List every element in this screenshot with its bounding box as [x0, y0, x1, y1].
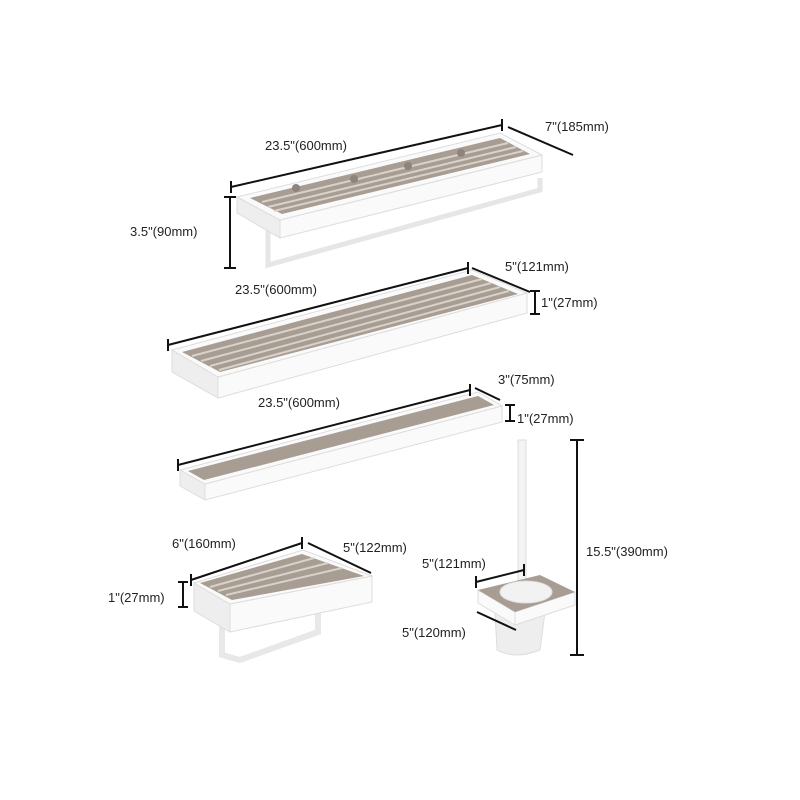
label-depth: 7"(185mm) [545, 119, 609, 134]
label-depth: 5"(122mm) [343, 540, 407, 555]
label-height: 15.5"(390mm) [586, 544, 668, 559]
label-length: 23.5"(600mm) [258, 395, 340, 410]
dish-tray [200, 554, 364, 600]
holder-front [514, 591, 576, 626]
towel-bar [219, 612, 321, 664]
label-width: 5"(121mm) [422, 556, 486, 571]
dim-line-length [230, 124, 503, 188]
wide-shelf [170, 269, 529, 399]
label-depth: 5"(121mm) [505, 259, 569, 274]
shelf-tray [188, 396, 494, 480]
label-height: 1"(27mm) [517, 411, 574, 426]
brush-bowl [499, 580, 553, 604]
narrow-shelf [178, 391, 504, 501]
towel-bar [265, 178, 543, 269]
label-length: 6"(160mm) [172, 536, 236, 551]
toilet-brush-holder [477, 439, 576, 656]
label-height: 3.5"(90mm) [130, 224, 197, 239]
label-height: 1"(27mm) [108, 590, 165, 605]
shelf-slats [191, 278, 510, 371]
brush-cup [494, 611, 546, 656]
label-length: 23.5"(600mm) [265, 138, 347, 153]
shelf-with-towel-bar [235, 132, 544, 269]
soap-dish [192, 549, 374, 664]
hook-icon [292, 149, 465, 192]
label-depth: 3"(75mm) [498, 372, 555, 387]
label-length: 23.5"(600mm) [235, 282, 317, 297]
dim-line-depth [507, 126, 574, 156]
label-depth: 5"(120mm) [402, 625, 466, 640]
dish-slats [209, 557, 343, 596]
shelf-slats [261, 142, 524, 212]
label-height: 1"(27mm) [541, 295, 598, 310]
